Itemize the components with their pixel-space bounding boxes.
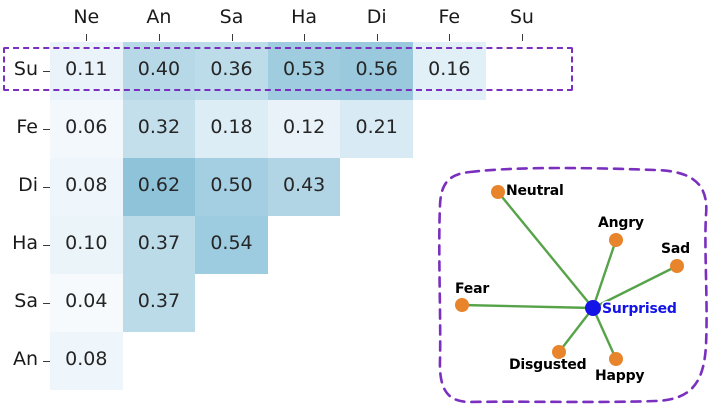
heatmap-cell-value: 0.08	[65, 174, 108, 196]
heatmap-cell-value: 0.32	[137, 116, 181, 138]
heatmap-cell-value: 0.53	[282, 58, 326, 80]
heatmap-row-label-su: Su	[13, 58, 38, 80]
heatmap-cell-value: 0.12	[282, 116, 326, 138]
heatmap-cell	[50, 216, 123, 274]
heatmap-col-header-ha: Ha	[291, 6, 318, 28]
heatmap-col-tick	[158, 34, 160, 41]
heatmap-col-tick	[376, 34, 378, 41]
heatmap-col-header-di: Di	[366, 6, 387, 28]
heatmap-cell	[267, 158, 341, 216]
network-edge-surprised-angry	[591, 239, 618, 309]
heatmap-cell	[195, 158, 268, 216]
heatmap-row-label-sa: Sa	[14, 290, 38, 312]
heatmap-cell	[340, 100, 413, 158]
heatmap-cell	[267, 100, 341, 158]
heatmap-cell	[122, 274, 196, 332]
heatmap-cell-value: 0.36	[210, 58, 253, 80]
heatmap-row-label-an: An	[12, 348, 38, 370]
heatmap-cell-value: 0.56	[355, 58, 398, 80]
heatmap-row-tick	[43, 71, 50, 72]
network-edge-surprised-disgusted	[558, 307, 594, 353]
heatmap-col-header-ne: Ne	[73, 6, 100, 28]
heatmap-cell-value: 0.54	[210, 232, 253, 254]
heatmap-col-header-su: Su	[509, 6, 534, 28]
heatmap-col-tick	[231, 34, 233, 41]
heatmap-cell-value: 0.37	[137, 232, 181, 254]
network-node-label-happy: Happy	[595, 368, 645, 384]
heatmap-cell	[122, 100, 196, 158]
network-nodes	[455, 185, 684, 366]
heatmap-cell-value: 0.37	[137, 290, 181, 312]
network-edge-surprised-fear	[461, 303, 594, 310]
network-node-label-surprised: Surprised	[602, 301, 677, 317]
heatmap-cell	[50, 100, 123, 158]
heatmap-cell-value: 0.08	[65, 348, 108, 370]
network-edges	[461, 191, 678, 360]
heatmap-row-label-ha: Ha	[12, 232, 38, 254]
network-node-surprised[interactable]	[585, 300, 601, 316]
network-node-label-fear: Fear	[455, 281, 490, 297]
heatmap-cell	[50, 274, 123, 332]
heatmap-row-tick	[43, 361, 50, 362]
heatmap-cell	[195, 216, 268, 274]
heatmap-col-header-fe: Fe	[438, 6, 461, 28]
heatmap-cell-value: 0.16	[428, 58, 471, 80]
heatmap-cell	[50, 332, 123, 390]
heatmap-cell-value: 0.04	[65, 290, 108, 312]
network-node-label-angry: Angry	[598, 215, 644, 231]
heatmap-row-tick	[43, 245, 50, 246]
heatmap-cell	[122, 216, 196, 274]
heatmap-row-tick	[43, 129, 50, 130]
heatmap-col-tick	[521, 34, 523, 41]
heatmap-cell	[195, 100, 268, 158]
network-node-angry[interactable]	[609, 233, 623, 247]
network-node-neutral[interactable]	[491, 185, 505, 199]
network-node-label-neutral: Neutral	[506, 183, 564, 199]
heatmap-cell-value: 0.43	[282, 174, 326, 196]
network-node-happy[interactable]	[609, 352, 623, 366]
heatmap-cell-value: 0.40	[137, 58, 181, 80]
heatmap-col-tick	[86, 34, 88, 41]
heatmap-cell	[50, 158, 123, 216]
heatmap-cell-value: 0.62	[137, 174, 181, 196]
network-node-label-sad: Sad	[661, 241, 690, 257]
heatmap-cell-value: 0.06	[65, 116, 108, 138]
heatmap-col-tick	[449, 34, 451, 41]
heatmap-row-tick	[43, 303, 50, 304]
heatmap-col-header-sa: Sa	[219, 6, 244, 28]
heatmap-cell-value: 0.21	[355, 116, 398, 138]
heatmap-row-tick	[43, 187, 50, 188]
heatmap-cell-value: 0.18	[210, 116, 253, 138]
heatmap-col-header-an: An	[146, 6, 172, 28]
heatmap-cell-value: 0.10	[65, 232, 108, 254]
network-node-label-disgusted: Disgusted	[509, 357, 587, 373]
heatmap-row-label-di: Di	[18, 174, 38, 196]
heatmap-row-label-fe: Fe	[16, 116, 38, 138]
network-edge-surprised-neutral	[497, 191, 594, 309]
heatmap-cell	[122, 158, 196, 216]
network-node-sad[interactable]	[670, 259, 684, 273]
heatmap-col-tick	[304, 34, 306, 41]
heatmap-cell-value: 0.11	[65, 58, 108, 80]
heatmap-cell-value: 0.50	[210, 174, 253, 196]
network-node-fear[interactable]	[455, 298, 469, 312]
